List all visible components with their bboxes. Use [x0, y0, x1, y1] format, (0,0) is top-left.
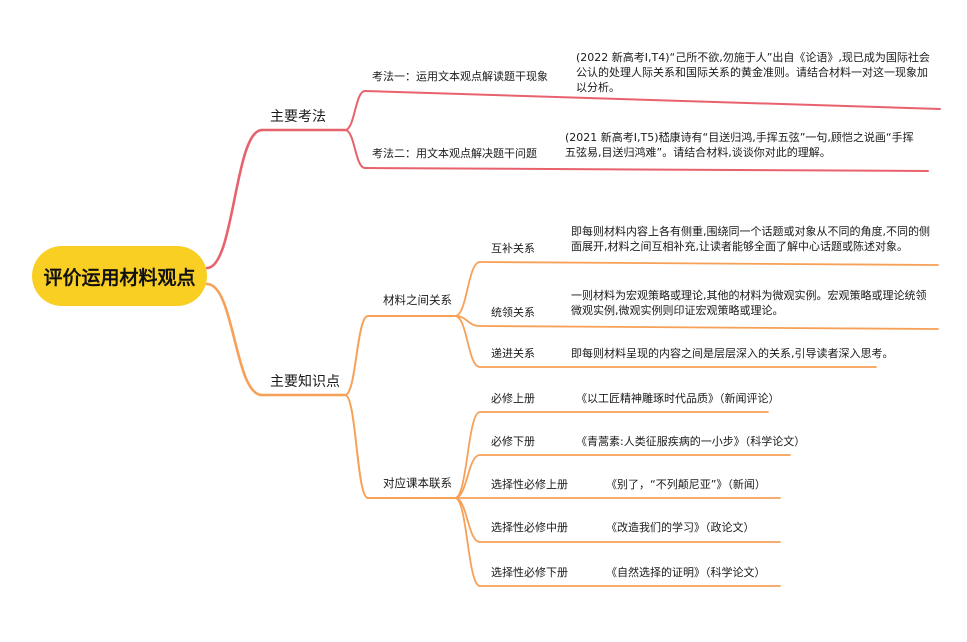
textbook-elective-2-detail: 《改造我们的学习》（政论文）: [606, 521, 755, 534]
relation-progressive-detail: 即每则材料呈现的内容之间是层层深入的关系,引导读者深入思考。: [571, 347, 894, 360]
exam-method-2-detail: (2021 新高考Ⅰ,T5)嵇康诗有“目送归鸿,手挥五弦”一句,顾恺之说画“手挥…: [565, 131, 914, 159]
textbook-vol-1: 必修上册: [491, 392, 535, 405]
line-relation-0: [479, 261, 939, 266]
edge-textbook-4: [454, 497, 481, 587]
edge-root-exam: [205, 128, 264, 270]
textbook-elective-1: 选择性必修上册: [491, 478, 568, 491]
textbook-elective-2: 选择性必修中册: [491, 521, 568, 534]
edge-textbook-0: [454, 411, 481, 499]
textbook-elective-3: 选择性必修下册: [491, 566, 568, 579]
line-exam-method-1: [364, 90, 941, 110]
edge-knowledge-textbooks: [344, 394, 369, 499]
exam-method-1: 考法一：运用文本观点解读题干现象: [372, 70, 548, 83]
node-textbook-links: 对应课本联系: [383, 476, 452, 490]
textbook-vol-2-detail: 《青蒿素:人类征服疾病的一小步》（科学论文）: [576, 435, 806, 448]
relation-leading-detail: 一则材料为宏观策略或理论,其他的材料为微观实例。宏观策略或理论统领微观实例,微观…: [571, 289, 927, 317]
relation-progressive: 递进关系: [491, 347, 535, 360]
textbook-elective-1-detail: 《别了，“不列颠尼亚”》（新闻）: [606, 478, 766, 491]
root-node: 评价运用材料观点: [32, 246, 207, 306]
textbook-vol-2: 必修下册: [491, 435, 535, 448]
branch-knowledge-points: 主要知识点: [270, 374, 340, 390]
edge-textbook-3: [454, 497, 481, 543]
edge-knowledge-relations: [344, 315, 369, 396]
edge-textbook-1: [454, 454, 481, 499]
edge-root-knowledge: [205, 282, 264, 397]
edge-exam-method-1: [344, 90, 366, 131]
exam-method-1-detail: (2022 新高考Ⅰ,T4)“己所不欲,勿施于人”出自《论语》,现已成为国际社会…: [576, 51, 930, 94]
node-material-relations: 材料之间关系: [383, 293, 452, 307]
edge-exam-method-2: [344, 129, 366, 169]
line-relation-1: [479, 325, 939, 330]
relation-complementary: 互补关系: [491, 242, 535, 255]
relation-complementary-detail: 即每则材料内容上各有侧重,围绕同一个话题或对象从不同的角度,不同的侧面展开,材料…: [571, 225, 930, 253]
textbook-elective-3-detail: 《自然选择的证明》（科学论文）: [606, 566, 766, 579]
relation-leading: 统领关系: [491, 306, 535, 319]
textbook-vol-1-detail: 《以工匠精神雕琢时代品质》（新闻评论）: [576, 392, 780, 405]
edge-relation-0: [454, 261, 481, 317]
root-label: 评价运用材料观点: [43, 266, 196, 289]
edge-relation-2: [454, 315, 481, 368]
branch-exam-points: 主要考法: [270, 109, 326, 125]
exam-method-2: 考法二：用文本观点解决题干问题: [372, 147, 537, 160]
line-exam-method-2: [364, 167, 929, 172]
